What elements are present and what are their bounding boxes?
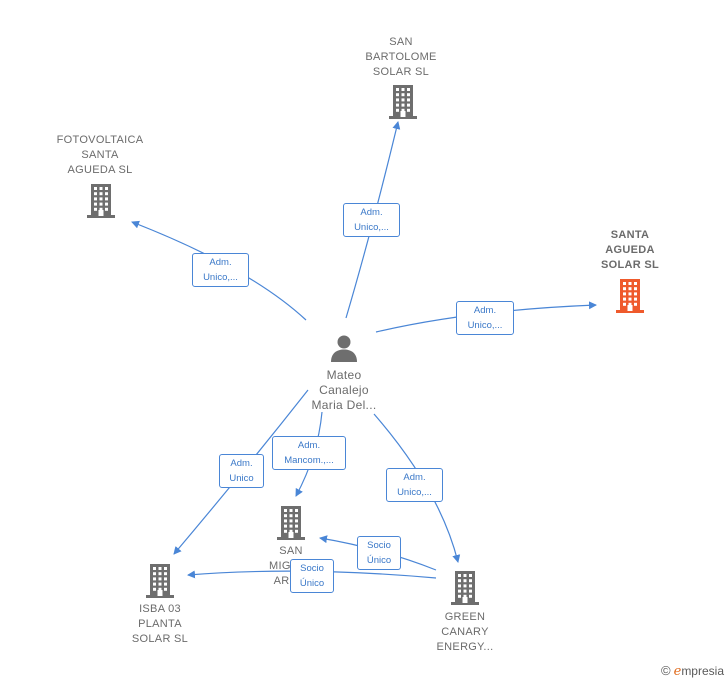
person-name-line: Mateo (326, 368, 362, 382)
edge-label-line: Adm. (360, 207, 383, 218)
building-icon[interactable] (86, 183, 116, 218)
company-name-line: PLANTA (138, 618, 182, 630)
company-name-line: SAN (389, 36, 413, 48)
company-name-line: AGUEDA SL (67, 164, 133, 176)
company-label-san-bartolome[interactable]: SAN BARTOLOME SOLAR SL (352, 35, 450, 80)
edge-label-line: Socio (300, 563, 324, 574)
company-name-line: SANTA (610, 229, 650, 241)
edge-label-green-canary[interactable]: Adm. Unico,... (386, 468, 443, 502)
edge-label-line: Adm. (403, 472, 426, 483)
edge-label-isba[interactable]: Adm. Unico (219, 454, 264, 488)
company-name-line: BARTOLOME (365, 51, 437, 63)
company-label-santa-agueda[interactable]: SANTA AGUEDA SOLAR SL (584, 228, 676, 273)
company-label-green-canary[interactable]: GREEN CANARY ENERGY... (420, 610, 510, 655)
edge-label-line: Unico,... (397, 487, 432, 498)
company-name-line: ISBA 03 (139, 603, 181, 615)
edge-label-line: Unico,... (467, 320, 503, 331)
copyright-symbol: © (661, 663, 671, 678)
company-name-line: FOTOVOLTAICA (56, 134, 144, 146)
brand-watermark: ©empresia (661, 663, 724, 679)
company-name-line: SOLAR SL (372, 66, 430, 78)
person-name-line: Maria Del... (311, 398, 377, 412)
company-name-line: SAN (279, 545, 303, 557)
company-name-line: SANTA (81, 149, 119, 161)
highlighted-building-icon[interactable] (615, 278, 645, 313)
edge-label-green-san-miguel[interactable]: Socio Único (357, 536, 401, 570)
edge-label-line: Unico,... (203, 272, 238, 283)
edge-label-line: Adm. (230, 458, 253, 469)
edge-label-line: Adm. (473, 305, 497, 316)
edge-label-line: Único (366, 555, 392, 566)
edge-label-line: Unico (229, 473, 254, 484)
company-label-isba[interactable]: ISBA 03 PLANTA SOLAR SL (114, 602, 206, 647)
building-icon[interactable] (276, 505, 306, 540)
building-icon[interactable] (388, 84, 418, 119)
edge-label-line: Adm. (209, 257, 232, 268)
company-name-line: CANARY (441, 626, 489, 638)
brand-logo-initial: e (673, 664, 682, 679)
building-icon[interactable] (450, 570, 480, 605)
edge-label-line: Mancom.,... (284, 455, 334, 466)
edge-label-line: Único (299, 578, 325, 589)
company-name-line: SOLAR SL (600, 259, 659, 271)
brand-name: mpresia (681, 664, 724, 678)
edge-label-san-bartolome[interactable]: Adm. Unico,... (343, 203, 400, 237)
company-name-line: ENERGY... (436, 641, 494, 653)
company-name-line: AGUEDA (605, 244, 655, 256)
company-name-line: GREEN (444, 611, 486, 623)
building-icon[interactable] (145, 563, 175, 598)
person-icon[interactable] (329, 333, 359, 363)
company-name-line: SOLAR SL (131, 633, 189, 645)
edge-label-santa-agueda[interactable]: Adm. Unico,... (456, 301, 514, 335)
edge-label-line: Unico,... (354, 222, 389, 233)
company-label-fotovoltaica[interactable]: FOTOVOLTAICA SANTA AGUEDA SL (44, 133, 156, 178)
edge-label-line: Socio (367, 540, 391, 551)
edge-label-line: Adm. (297, 440, 321, 451)
edge-label-fotovoltaica[interactable]: Adm. Unico,... (192, 253, 249, 287)
edge-label-green-isba[interactable]: Socio Único (290, 559, 334, 593)
person-name-line: Canalejo (319, 383, 369, 397)
edge-label-san-miguel[interactable]: Adm. Mancom.,... (272, 436, 346, 470)
person-label[interactable]: Mateo Canalejo Maria Del... (294, 368, 394, 413)
